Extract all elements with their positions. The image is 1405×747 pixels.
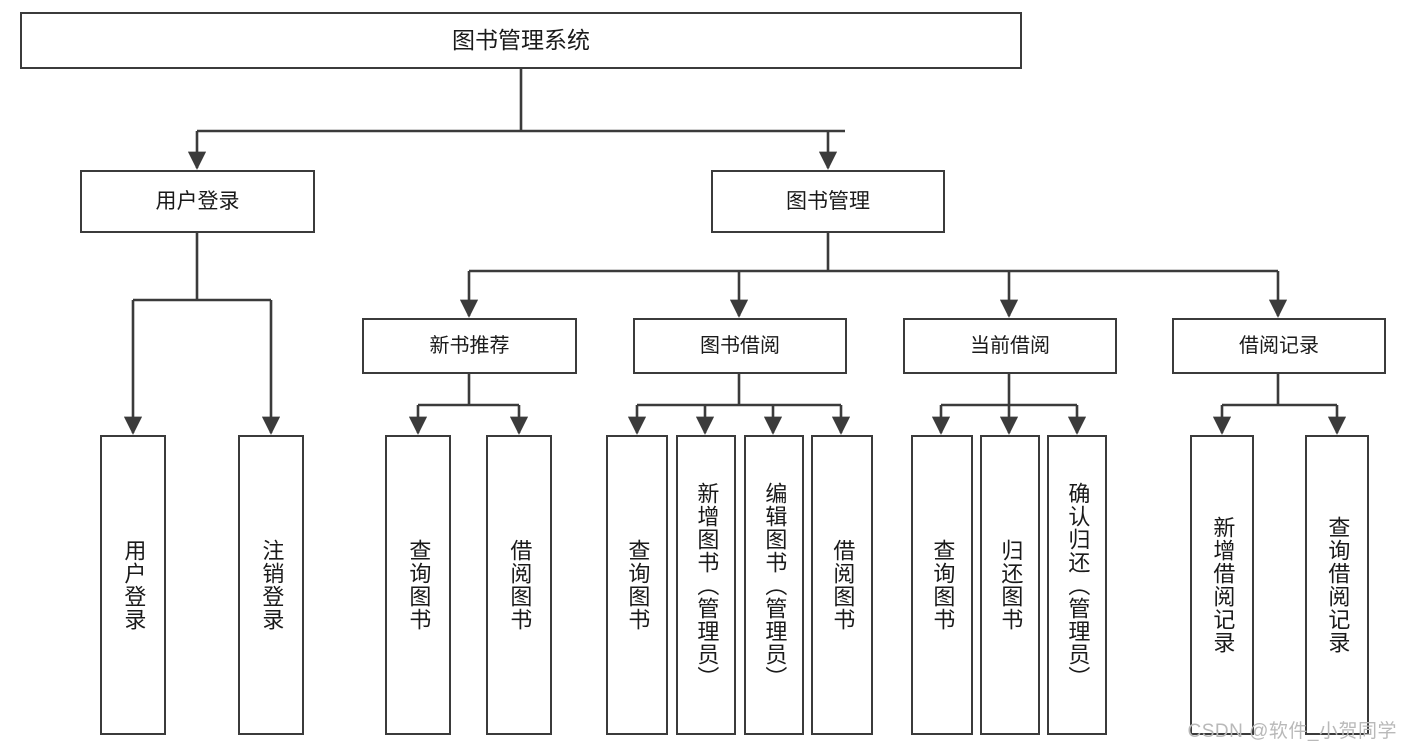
- leaf-borrow-record-query-record[interactable]: 查询借阅记录: [1305, 435, 1369, 735]
- leaf-current-borrow-query-book[interactable]: 查询图书: [911, 435, 973, 735]
- node-book-borrow-label: 图书借阅: [700, 334, 780, 357]
- node-root-label: 图书管理系统: [452, 26, 590, 53]
- leaf-book-borrow-add-book[interactable]: 新增图书（管理员）: [676, 435, 736, 735]
- node-user-login[interactable]: 用户登录: [80, 170, 315, 233]
- leaf-borrow-record-add-record-label: 新增借阅记录: [1210, 516, 1236, 654]
- node-new-book-recommend[interactable]: 新书推荐: [362, 318, 577, 374]
- leaf-current-borrow-confirm-return[interactable]: 确认归还（管理员）: [1047, 435, 1107, 735]
- node-book-borrow[interactable]: 图书借阅: [633, 318, 847, 374]
- leaf-new-book-query-book[interactable]: 查询图书: [385, 435, 451, 735]
- leaf-borrow-record-add-record[interactable]: 新增借阅记录: [1190, 435, 1254, 735]
- node-book-management[interactable]: 图书管理: [711, 170, 945, 233]
- leaf-current-borrow-return-book-label: 归还图书: [998, 539, 1024, 631]
- leaf-book-borrow-query-book-label: 查询图书: [625, 539, 651, 631]
- node-new-book-recommend-label: 新书推荐: [429, 334, 510, 357]
- csdn-watermark: CSDN @软件_小贺同学: [1187, 721, 1397, 742]
- node-borrow-record[interactable]: 借阅记录: [1172, 318, 1386, 374]
- node-book-management-label: 图书管理: [786, 189, 870, 213]
- leaf-new-book-borrow-book[interactable]: 借阅图书: [486, 435, 552, 735]
- leaf-book-borrow-edit-book-label: 编辑图书（管理员）: [762, 481, 788, 689]
- leaf-current-borrow-return-book[interactable]: 归还图书: [980, 435, 1040, 735]
- node-current-borrow[interactable]: 当前借阅: [903, 318, 1117, 374]
- leaf-book-borrow-borrow-book[interactable]: 借阅图书: [811, 435, 873, 735]
- leaf-book-borrow-borrow-book-label: 借阅图书: [830, 539, 856, 631]
- leaf-current-borrow-query-book-label: 查询图书: [930, 539, 956, 631]
- node-borrow-record-label: 借阅记录: [1239, 334, 1319, 357]
- node-root-system[interactable]: 图书管理系统: [20, 12, 1022, 69]
- leaf-book-borrow-query-book[interactable]: 查询图书: [606, 435, 668, 735]
- leaf-new-book-query-book-label: 查询图书: [406, 539, 432, 631]
- leaf-book-borrow-add-book-label: 新增图书（管理员）: [694, 481, 720, 689]
- leaf-user-login-logout[interactable]: 注销登录: [238, 435, 304, 735]
- leaf-user-login-logout-label: 注销登录: [259, 539, 285, 631]
- leaf-current-borrow-confirm-return-label: 确认归还（管理员）: [1065, 481, 1091, 689]
- leaf-new-book-borrow-book-label: 借阅图书: [507, 539, 533, 631]
- leaf-user-login-login[interactable]: 用户登录: [100, 435, 166, 735]
- node-current-borrow-label: 当前借阅: [970, 334, 1050, 357]
- leaf-borrow-record-query-record-label: 查询借阅记录: [1325, 516, 1351, 654]
- leaf-book-borrow-edit-book[interactable]: 编辑图书（管理员）: [744, 435, 804, 735]
- leaf-user-login-login-label: 用户登录: [121, 539, 147, 631]
- node-user-login-label: 用户登录: [155, 189, 240, 213]
